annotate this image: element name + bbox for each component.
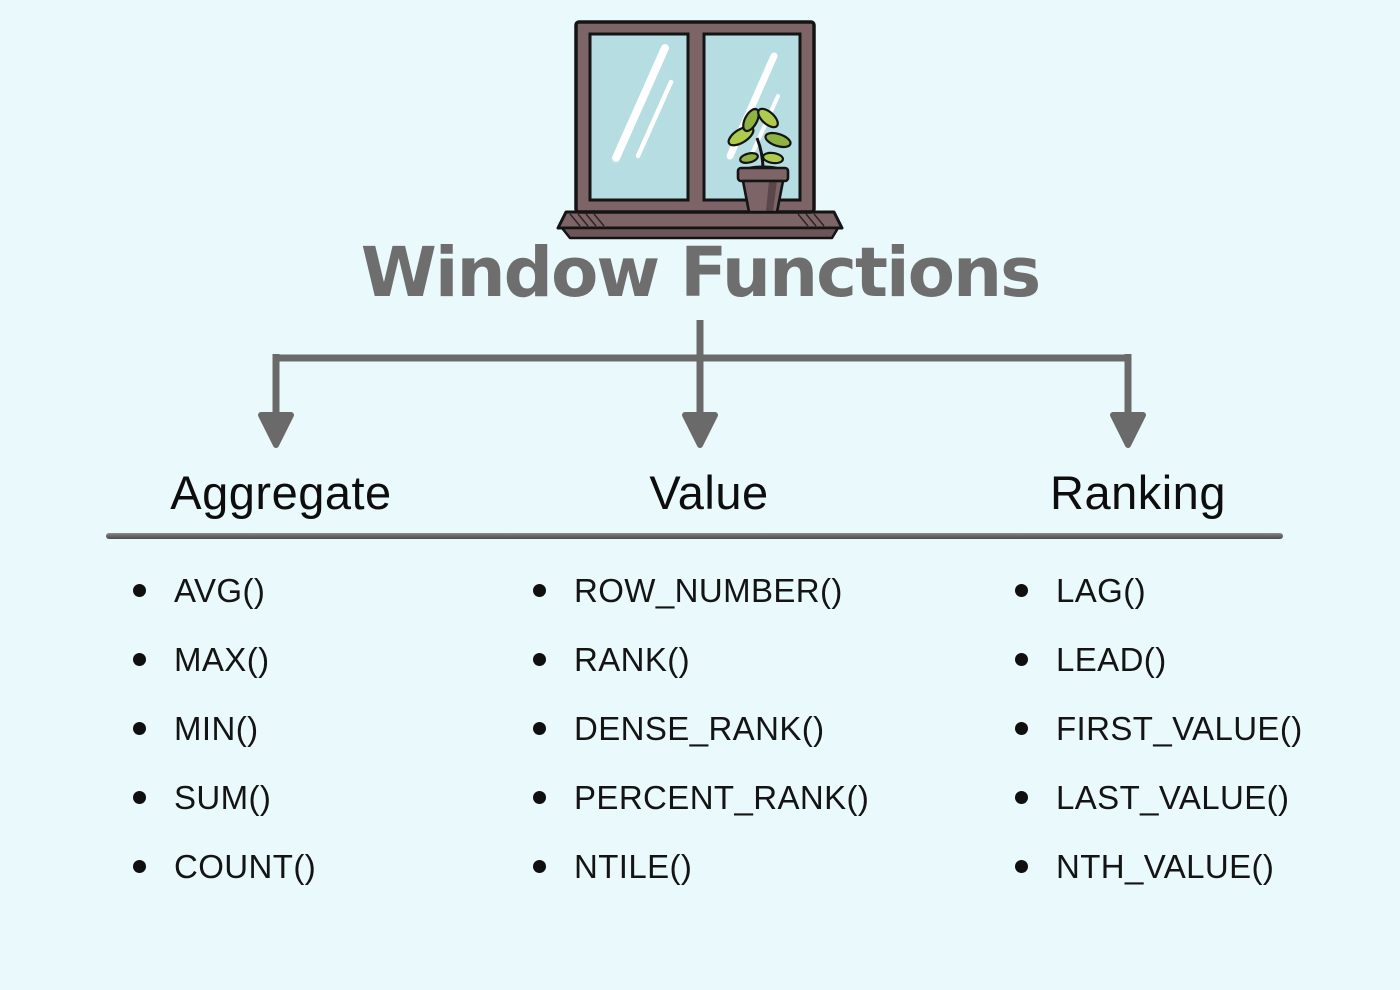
bullet-icon: [133, 860, 146, 873]
page-title: Window Functions: [360, 233, 1042, 313]
function-label: RANK(): [574, 640, 691, 678]
category-header-aggregate: Aggregate: [170, 466, 392, 519]
window-plant-illustration: [556, 20, 844, 240]
bullet-icon: [133, 722, 146, 735]
function-item: LEAD(): [1015, 625, 1303, 694]
function-label: MIN(): [174, 709, 259, 747]
function-label: PERCENT_RANK(): [574, 778, 870, 816]
plant-leaf: [757, 107, 779, 129]
bullet-icon: [133, 653, 146, 666]
plant-pot-shadow: [766, 181, 777, 211]
function-label: SUM(): [174, 778, 272, 816]
plant-leaf: [764, 131, 792, 149]
potted-plant: [727, 107, 792, 214]
category-header-ranking: Ranking: [1050, 466, 1226, 519]
function-label: COUNT(): [174, 847, 317, 885]
function-item: DENSE_RANK(): [533, 694, 869, 763]
function-item: SUM(): [133, 763, 316, 832]
connector-lines: [272, 320, 1132, 418]
function-label: ROW_NUMBER(): [574, 571, 843, 609]
bullet-icon: [133, 791, 146, 804]
function-label: MAX(): [174, 640, 270, 678]
divider: [106, 533, 1283, 539]
bullet-icon: [533, 722, 546, 735]
plant-pot: [741, 179, 785, 214]
bullet-icon: [133, 584, 146, 597]
function-item: NTILE(): [533, 832, 869, 901]
branch-arrows: [258, 320, 1146, 448]
bullet-icon: [533, 584, 546, 597]
function-item: FIRST_VALUE(): [1015, 694, 1303, 763]
function-item: LAG(): [1015, 556, 1303, 625]
function-label: DENSE_RANK(): [574, 709, 825, 747]
function-label: NTILE(): [574, 847, 693, 885]
function-item: NTH_VALUE(): [1015, 832, 1303, 901]
function-label: AVG(): [174, 571, 266, 609]
function-label: LEAD(): [1056, 640, 1167, 678]
bullet-icon: [1015, 791, 1028, 804]
function-item: COUNT(): [133, 832, 316, 901]
arrow-down-icon: [258, 412, 294, 448]
ranking-function-list: LAG() LEAD() FIRST_VALUE() LAST_VALUE() …: [1015, 556, 1303, 901]
function-item: MIN(): [133, 694, 316, 763]
plant-leaf: [742, 107, 760, 133]
function-item: LAST_VALUE(): [1015, 763, 1303, 832]
bullet-icon: [533, 791, 546, 804]
bullet-icon: [1015, 860, 1028, 873]
value-function-list: ROW_NUMBER() RANK() DENSE_RANK() PERCENT…: [533, 556, 869, 901]
bullet-icon: [533, 653, 546, 666]
arrow-down-icon: [682, 412, 718, 448]
arrow-down-icon: [1110, 412, 1146, 448]
bullet-icon: [1015, 584, 1028, 597]
function-item: AVG(): [133, 556, 316, 625]
function-item: MAX(): [133, 625, 316, 694]
plant-leaf: [761, 151, 785, 165]
plant-leaf: [739, 152, 759, 164]
category-header-value: Value: [649, 466, 769, 519]
window-sill: [556, 210, 844, 230]
function-item: PERCENT_RANK(): [533, 763, 869, 832]
function-label: LAST_VALUE(): [1056, 778, 1290, 816]
bullet-icon: [533, 860, 546, 873]
window-glass-left: [588, 32, 690, 202]
aggregate-function-list: AVG() MAX() MIN() SUM() COUNT(): [133, 556, 316, 901]
bullet-icon: [1015, 653, 1028, 666]
function-item: RANK(): [533, 625, 869, 694]
bullet-icon: [1015, 722, 1028, 735]
function-label: NTH_VALUE(): [1056, 847, 1275, 885]
sill-hatching: [569, 213, 825, 227]
function-label: FIRST_VALUE(): [1056, 709, 1303, 747]
function-item: ROW_NUMBER(): [533, 556, 869, 625]
window-sill-front: [560, 226, 840, 240]
plant-pot-rim: [736, 166, 790, 183]
function-label: LAG(): [1056, 571, 1147, 609]
